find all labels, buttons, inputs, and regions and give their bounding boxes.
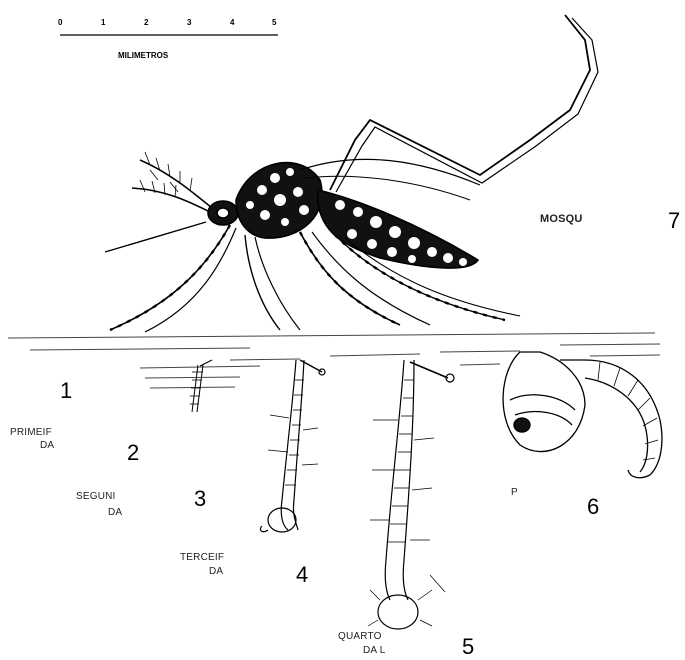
scale-tick-3: 3 bbox=[187, 18, 191, 27]
caption-pupa: P bbox=[511, 487, 518, 499]
larva-second-instar bbox=[190, 360, 212, 412]
mosquito-label: MOSQU bbox=[540, 213, 583, 225]
scale-tick-1: 1 bbox=[101, 18, 105, 27]
caption-primeiro-line2: DA bbox=[40, 440, 54, 452]
stage-number-6: 6 bbox=[587, 494, 599, 520]
scale-label: MILIMETROS bbox=[118, 51, 168, 60]
larva-fourth-instar bbox=[368, 360, 454, 629]
caption-terceiro-line1: TERCEIF bbox=[180, 552, 224, 564]
stage-number-5: 5 bbox=[462, 634, 474, 660]
caption-quarto-line1: QUARTO bbox=[338, 631, 382, 643]
stage-number-7: 7 bbox=[668, 208, 680, 234]
caption-segundo-line2: DA bbox=[108, 507, 122, 519]
larva-third-instar bbox=[260, 360, 325, 532]
scale-tick-0: 0 bbox=[58, 18, 62, 27]
scale-tick-2: 2 bbox=[144, 18, 148, 27]
stage-number-3: 3 bbox=[194, 486, 206, 512]
scale-tick-4: 4 bbox=[230, 18, 234, 27]
scale-tick-5: 5 bbox=[272, 18, 276, 27]
adult-mosquito bbox=[105, 15, 598, 332]
caption-segundo-line1: SEGUNI bbox=[76, 491, 116, 503]
stage-number-1: 1 bbox=[60, 378, 72, 404]
caption-primeiro-line1: PRIMEIF bbox=[10, 427, 52, 439]
stage-number-4: 4 bbox=[296, 562, 308, 588]
stage-number-2: 2 bbox=[127, 440, 139, 466]
pupa bbox=[503, 352, 662, 478]
caption-terceiro-line2: DA bbox=[209, 566, 223, 578]
caption-quarto-line2: DA L bbox=[363, 645, 385, 657]
